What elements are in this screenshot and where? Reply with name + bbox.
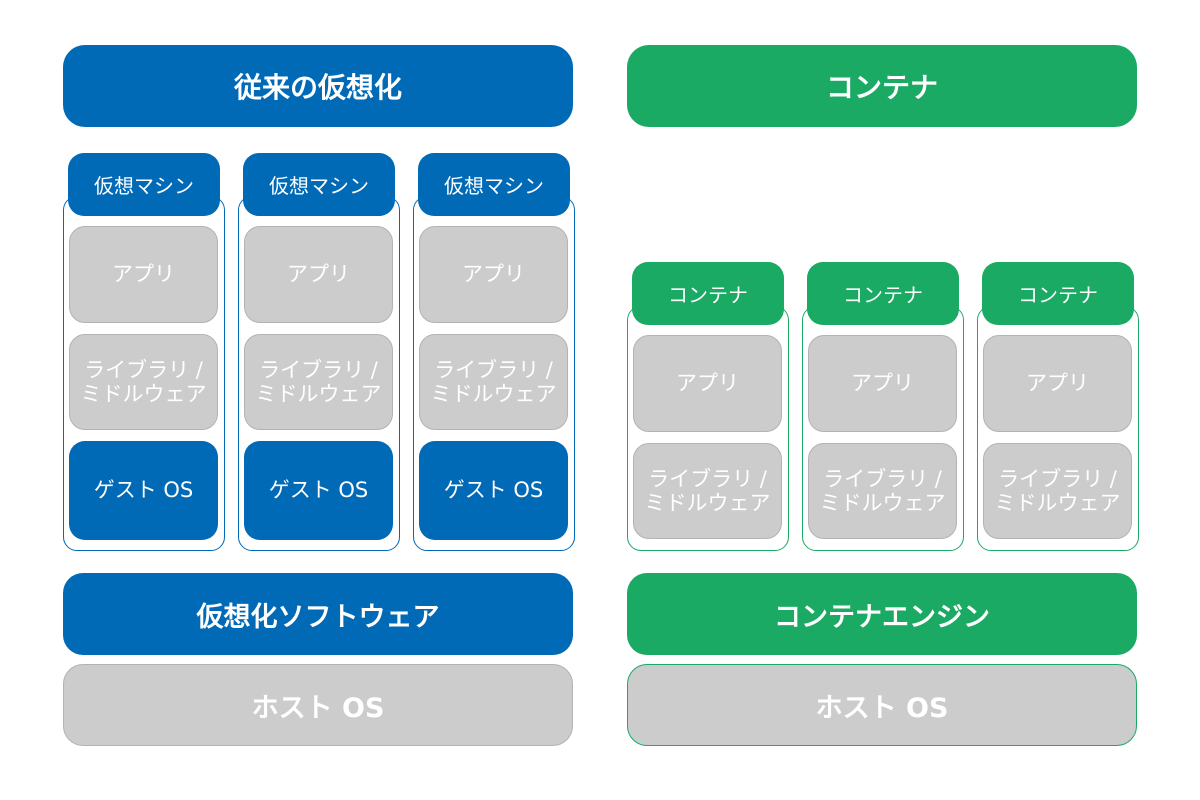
guest-os-layer: ゲスト OS — [244, 441, 393, 540]
vm-label: 仮想マシン — [418, 153, 570, 216]
vm-column-title: 従来の仮想化 — [63, 45, 573, 127]
library-middleware-layer: ライブラリ / ミドルウェア — [983, 443, 1132, 539]
app-layer: アプリ — [808, 335, 957, 432]
vm-label: 仮想マシン — [68, 153, 220, 216]
library-middleware-layer: ライブラリ / ミドルウェア — [808, 443, 957, 539]
app-layer: アプリ — [419, 226, 568, 323]
container-label: コンテナ — [807, 262, 959, 325]
guest-os-layer: ゲスト OS — [69, 441, 218, 540]
app-layer: アプリ — [69, 226, 218, 323]
app-layer: アプリ — [983, 335, 1132, 432]
container-engine-layer: コンテナエンジン — [627, 573, 1137, 655]
app-layer: アプリ — [633, 335, 782, 432]
library-middleware-layer: ライブラリ / ミドルウェア — [69, 334, 218, 430]
container-column-title: コンテナ — [627, 45, 1137, 127]
virtualization-software-layer: 仮想化ソフトウェア — [63, 573, 573, 655]
library-middleware-layer: ライブラリ / ミドルウェア — [633, 443, 782, 539]
host-os-layer: ホスト OS — [627, 664, 1137, 746]
host-os-layer: ホスト OS — [63, 664, 573, 746]
container-label: コンテナ — [632, 262, 784, 325]
library-middleware-layer: ライブラリ / ミドルウェア — [244, 334, 393, 430]
guest-os-layer: ゲスト OS — [419, 441, 568, 540]
app-layer: アプリ — [244, 226, 393, 323]
vm-label: 仮想マシン — [243, 153, 395, 216]
container-label: コンテナ — [982, 262, 1134, 325]
library-middleware-layer: ライブラリ / ミドルウェア — [419, 334, 568, 430]
